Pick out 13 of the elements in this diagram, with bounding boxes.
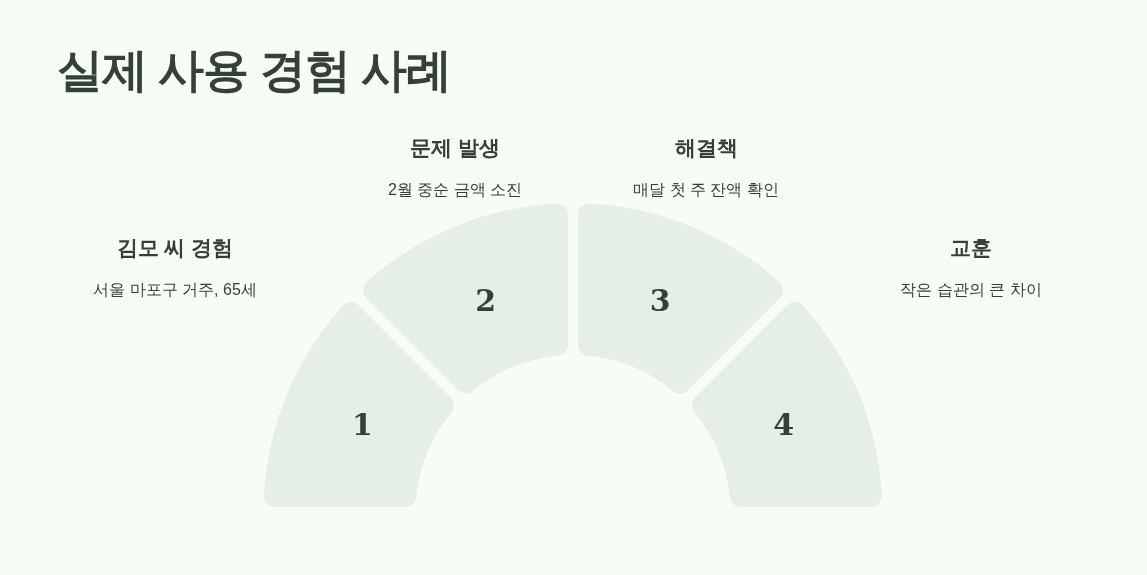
segment-number: 4 xyxy=(773,409,795,440)
segment-number: 1 xyxy=(351,409,373,440)
segment-description: 2월 중순 금액 소진 xyxy=(387,179,523,200)
segment-description: 작은 습관의 큰 차이 xyxy=(900,279,1042,300)
segment-heading: 해결책 xyxy=(674,135,738,161)
segment-heading: 교훈 xyxy=(950,235,992,261)
segment-heading: 김모 씨 경험 xyxy=(116,235,234,261)
segment-number: 3 xyxy=(649,286,671,317)
segment-heading: 문제 발생 xyxy=(410,135,500,161)
segment-description: 매달 첫 주 잔액 확인 xyxy=(633,179,779,200)
title: 실제 사용 경험 사례 xyxy=(57,43,451,98)
segment-description: 서울 마포구 거주, 65세 xyxy=(93,279,257,300)
segment-number: 2 xyxy=(475,286,497,317)
